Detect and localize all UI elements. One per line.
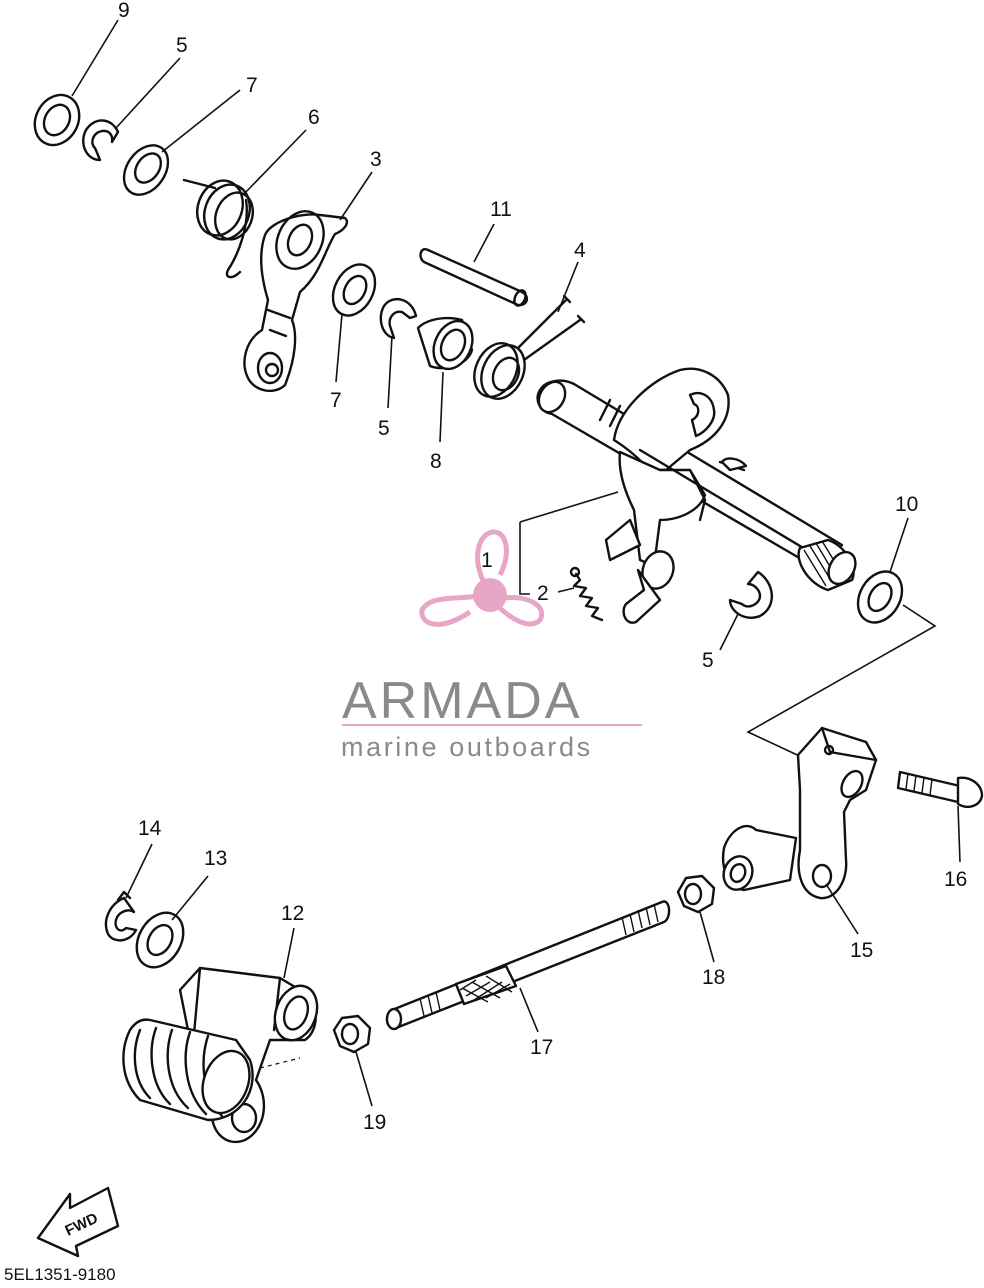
shift-shaft-assembly-part-1 [536,367,857,624]
callout-10: 10 [895,493,918,516]
callout-5-lower: 5 [702,649,714,672]
washer-part-10 [856,570,904,624]
callout-19: 19 [363,1111,386,1134]
nut-part-19 [332,1014,372,1054]
return-spring-part-4 [473,294,586,400]
washer-part-9 [33,93,81,147]
spring-part-2 [569,566,604,622]
watermark-brand: ARMADA [342,672,582,730]
circlip-part-14 [104,890,138,942]
washer-part-7-middle [331,263,377,317]
armada-logo-icon [419,529,545,627]
torsion-spring-part-6 [182,178,255,279]
drawing-code: 5EL1351-9180 [4,1265,116,1283]
callout-17: 17 [530,1036,553,1059]
shift-arm-part-3 [243,210,349,393]
callout-2: 2 [537,582,549,605]
callout-8: 8 [430,450,442,473]
collar-part-8 [416,316,474,371]
callout-3: 3 [370,148,382,171]
callout-leaders [71,19,961,1107]
callout-6: 6 [308,106,320,129]
callout-13: 13 [204,847,227,870]
watermark-tagline: marine outboards [341,732,593,762]
pin-part-11 [419,248,529,307]
fwd-direction-icon: FWD [36,1186,120,1258]
shift-pedal-part-12 [122,966,319,1143]
callout-9: 9 [118,0,130,22]
callout-7-top: 7 [246,74,258,97]
callout-18: 18 [702,966,725,989]
callout-14: 14 [138,817,162,840]
callout-12: 12 [281,902,304,925]
shift-rod-part-17 [385,900,671,1031]
shift-lever-part-15 [721,726,878,900]
nut-part-18 [676,874,716,914]
callout-1: 1 [481,549,493,572]
washer-part-13 [135,911,185,969]
assembly-link-line [746,604,937,761]
callout-7-middle: 7 [330,389,342,412]
bolt-part-16 [896,770,984,808]
circlip-part-5-middle [379,297,418,340]
circlip-part-5-lower [728,570,773,619]
callout-5-middle: 5 [378,417,390,440]
callout-16: 16 [944,868,967,891]
callout-5-top: 5 [176,34,188,57]
circlip-part-5-top [82,119,120,162]
washer-part-7-top [122,144,170,196]
callout-11: 11 [490,198,512,221]
callout-15: 15 [850,939,873,962]
callout-4: 4 [574,239,586,262]
